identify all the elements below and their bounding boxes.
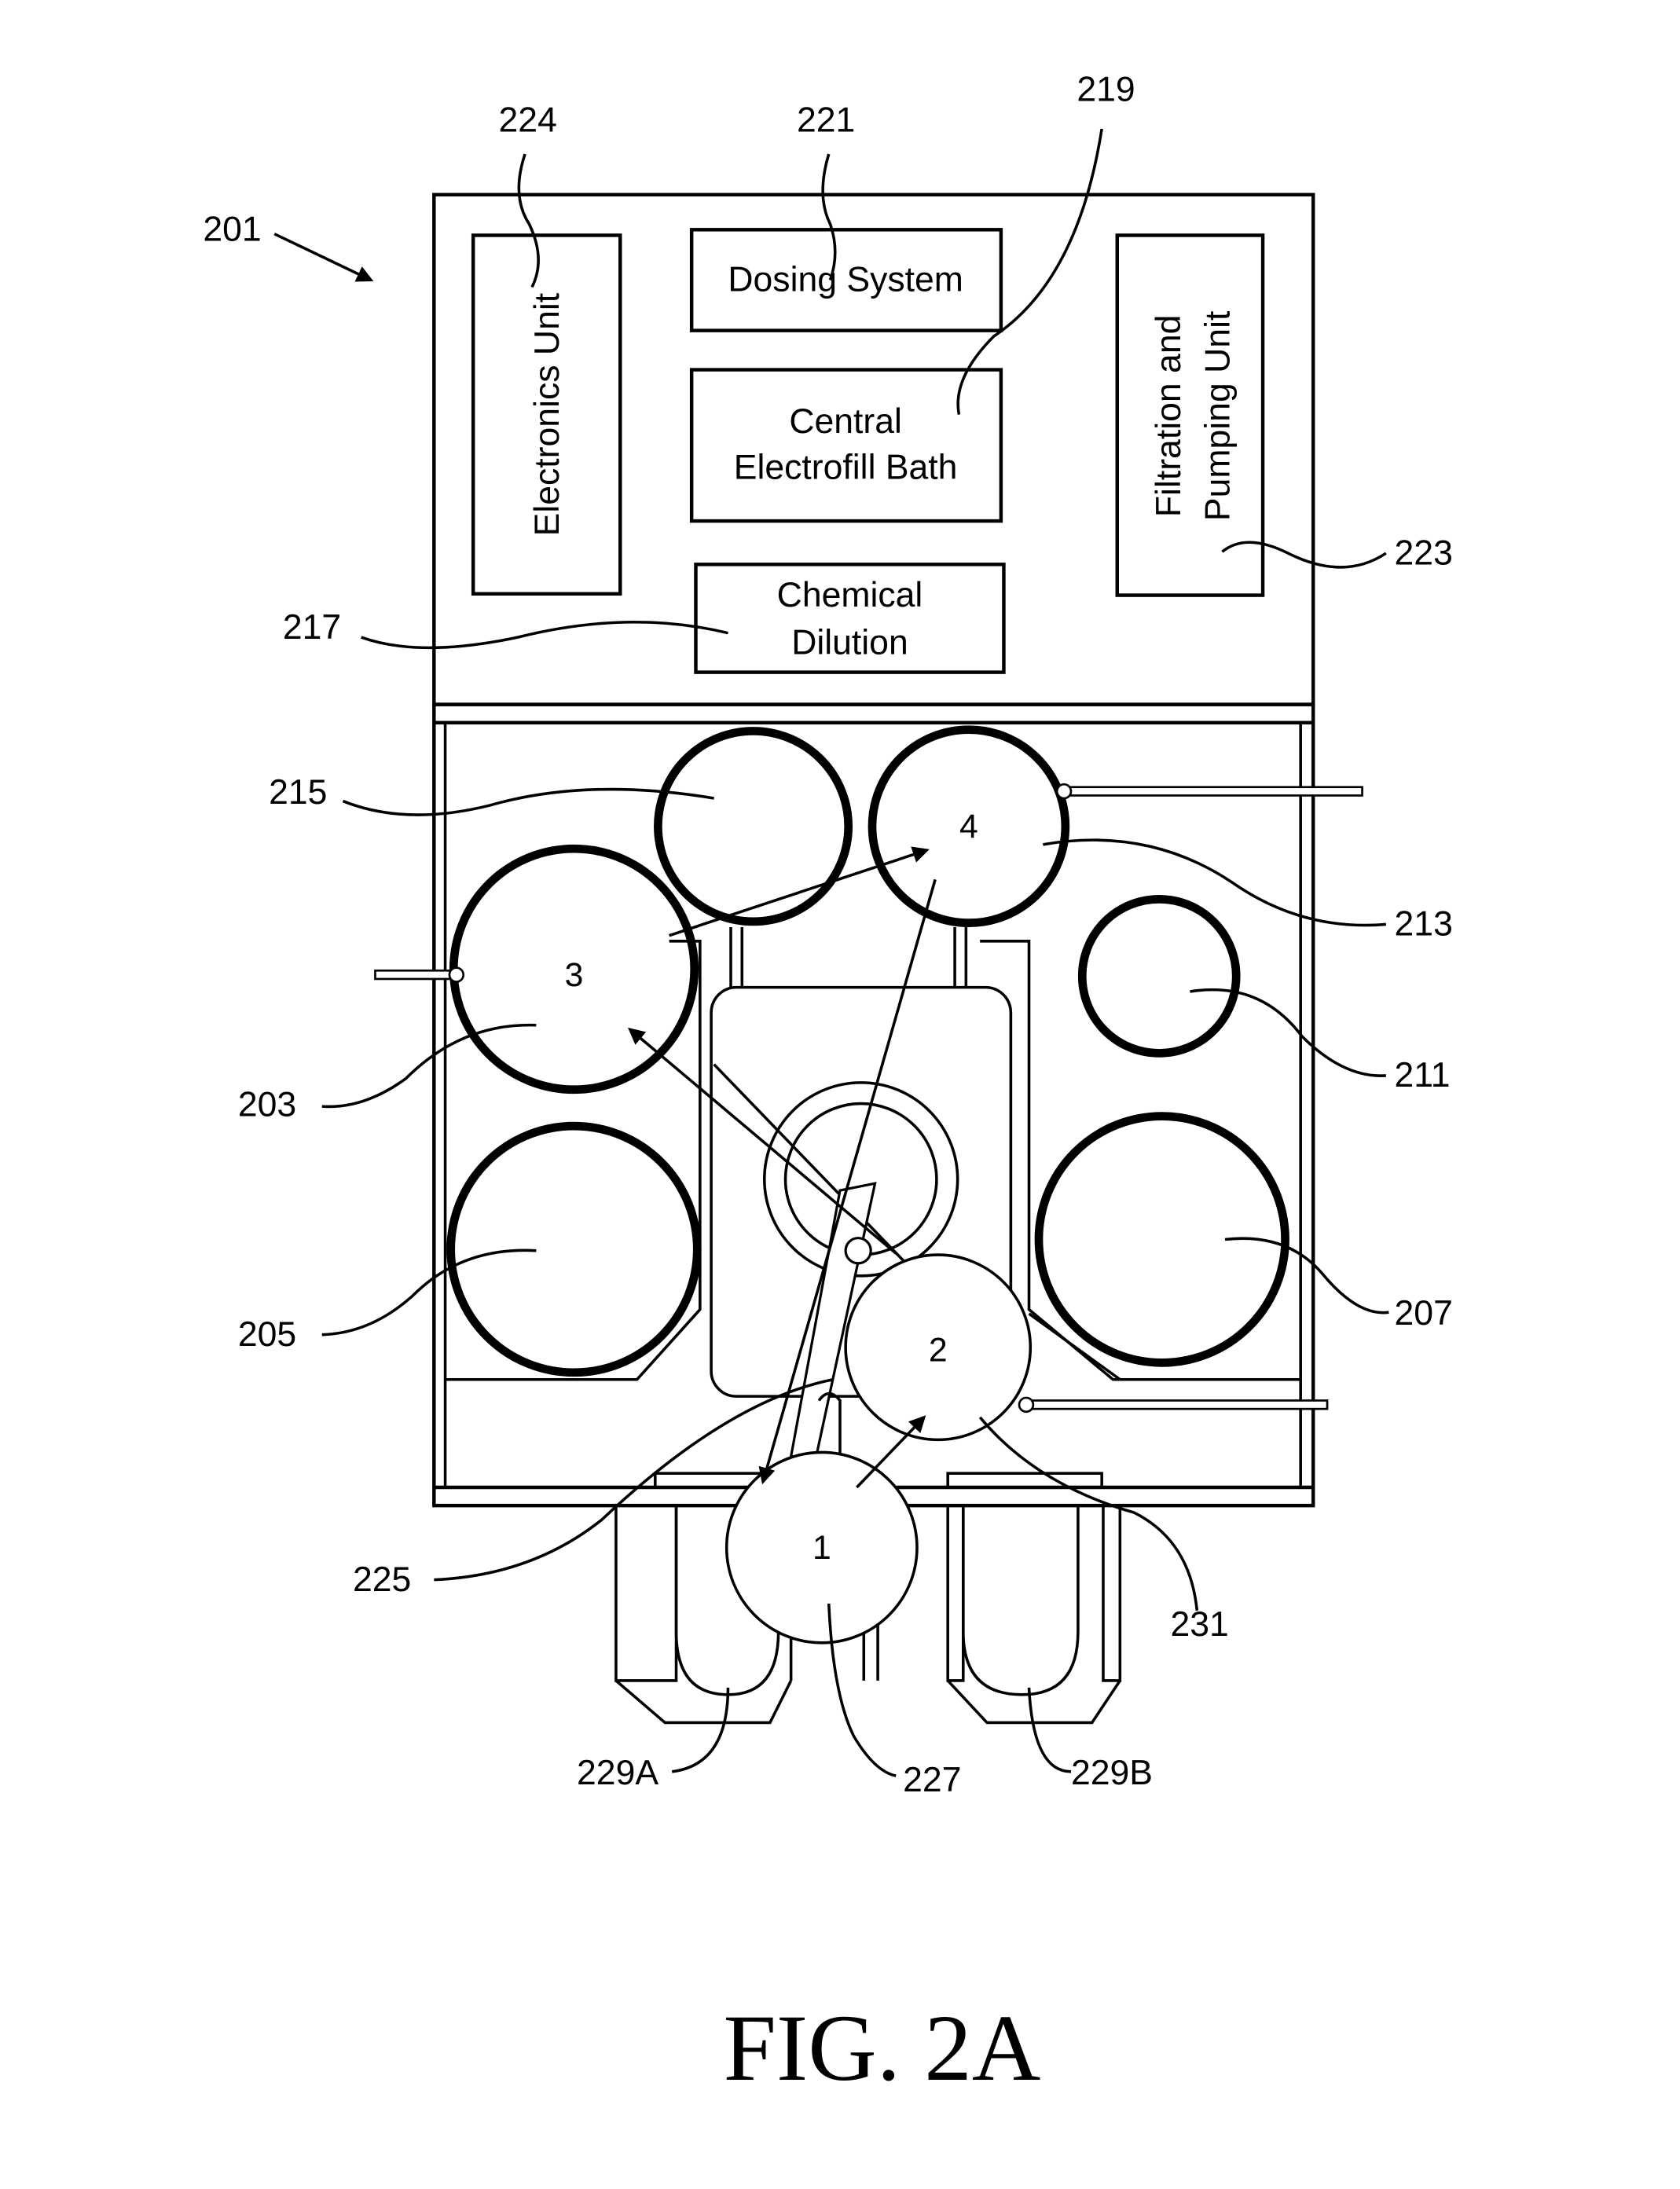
figure-caption: FIG. 2A: [724, 1996, 1041, 2101]
ref-215: 215: [269, 773, 327, 812]
arrow-3-to-4: [669, 850, 927, 936]
central-bath-label-line2: Electrofill Bath: [734, 449, 958, 487]
leader-217: [361, 622, 728, 648]
leader-229a: [672, 1688, 728, 1772]
arrow-2-to-3: [630, 1029, 897, 1253]
central-electrofill-bath-box: Central Electrofill Bath: [691, 370, 1001, 522]
connector-203: [375, 968, 463, 982]
dosing-system-box: Dosing System: [691, 229, 1001, 330]
station-number-4: 4: [959, 808, 978, 845]
leader-229b: [1029, 1688, 1071, 1772]
ref-225: 225: [353, 1560, 411, 1599]
ref-219: 219: [1077, 70, 1135, 108]
filtration-label-line2: Pumping Unit: [1198, 310, 1237, 521]
ref-217: 217: [283, 608, 341, 647]
dosing-system-label: Dosing System: [728, 261, 963, 299]
station-number-1: 1: [812, 1529, 831, 1567]
chemical-dilution-label-line2: Dilution: [791, 623, 908, 662]
station-number-3: 3: [565, 956, 584, 994]
module-205: [451, 1126, 698, 1373]
module-215: [658, 731, 848, 921]
leader-205: [322, 1250, 537, 1334]
chemical-dilution-label-line1: Chemical: [777, 576, 923, 614]
leader-207: [1225, 1238, 1388, 1312]
central-bath-label-line1: Central: [789, 402, 902, 441]
electronics-unit-label: Electronics Unit: [528, 292, 567, 536]
ref-221: 221: [797, 101, 855, 140]
ref-224: 224: [499, 101, 557, 140]
leader-201: [274, 234, 371, 280]
leader-231: [980, 1417, 1197, 1611]
ref-207: 207: [1395, 1294, 1453, 1333]
module-211: [1082, 899, 1236, 1053]
leader-213: [1043, 840, 1386, 925]
leader-219: [958, 129, 1102, 415]
leader-224: [519, 154, 538, 287]
leader-223: [1222, 542, 1385, 567]
ref-203: 203: [238, 1086, 296, 1124]
connector-213: [1057, 784, 1362, 798]
connector-231: [1019, 1398, 1327, 1412]
ref-227: 227: [903, 1761, 961, 1799]
ref-223: 223: [1395, 534, 1453, 572]
station-number-2: 2: [929, 1332, 948, 1370]
ref-213: 213: [1395, 905, 1453, 944]
ref-201: 201: [203, 211, 261, 249]
ref-211: 211: [1395, 1056, 1451, 1094]
ref-231: 231: [1170, 1605, 1228, 1644]
filtration-label-line1: Filtration and: [1150, 315, 1188, 518]
filtration-pumping-unit-box: Filtration and Pumping Unit: [1117, 235, 1263, 595]
ref-205: 205: [238, 1315, 296, 1354]
load-port-229b: [948, 1505, 1120, 1722]
ref-229b: 229B: [1071, 1754, 1153, 1792]
ref-229a: 229A: [577, 1754, 658, 1792]
leader-211: [1190, 990, 1385, 1076]
chemical-dilution-box: Chemical Dilution: [695, 564, 1003, 672]
electronics-unit-box: Electronics Unit: [473, 235, 620, 593]
